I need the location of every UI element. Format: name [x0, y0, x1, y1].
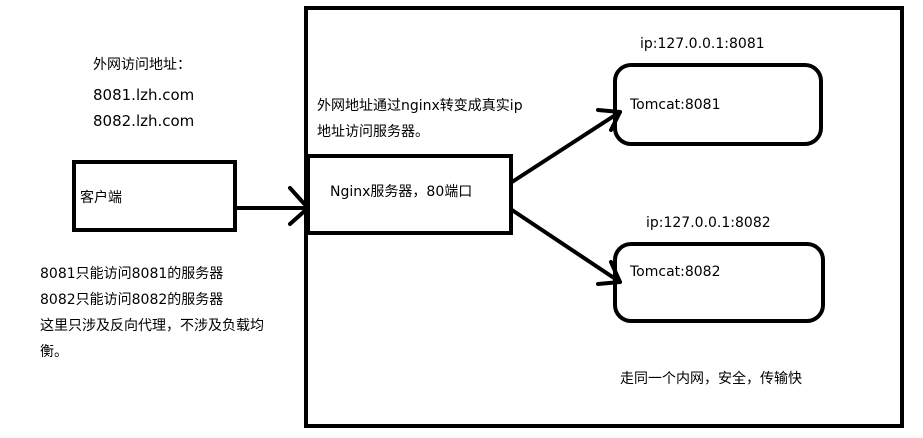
tomcat1-label: Tomcat:8081: [630, 97, 721, 113]
nginx-box: Nginx服务器，80端口: [306, 154, 513, 235]
nginx-to-tomcat1-arrow: [510, 110, 622, 184]
note-line-2: 8082只能访问8082的服务器: [40, 292, 224, 308]
server-area-footer: 走同一个内网，安全，传输快: [620, 371, 802, 387]
nginx-label: Nginx服务器，80端口: [330, 184, 473, 200]
external-address-8082: 8082.lzh.com: [93, 112, 195, 130]
tomcat1-ip: ip:127.0.0.1:8081: [640, 36, 765, 52]
tomcat2-ip: ip:127.0.0.1:8082: [646, 215, 771, 231]
tomcat2-label: Tomcat:8082: [630, 264, 721, 280]
tomcat2-box: Tomcat:8082: [613, 242, 825, 323]
tomcat1-box: Tomcat:8081: [613, 63, 823, 146]
nginx-to-tomcat2-arrow: [510, 208, 622, 284]
client-box: 客户端: [72, 160, 237, 232]
external-address-8081: 8081.lzh.com: [93, 86, 195, 104]
server-area-desc-2: 地址访问服务器。: [317, 124, 429, 140]
server-area-desc-1: 外网地址通过nginx转变成真实ip: [317, 98, 523, 114]
external-address-title: 外网访问地址：: [93, 57, 191, 73]
note-line-1: 8081只能访问8081的服务器: [40, 266, 224, 282]
note-line-3: 这里只涉及反向代理，不涉及负载均: [40, 318, 264, 334]
client-label: 客户端: [80, 190, 122, 206]
note-line-4: 衡。: [40, 344, 68, 360]
